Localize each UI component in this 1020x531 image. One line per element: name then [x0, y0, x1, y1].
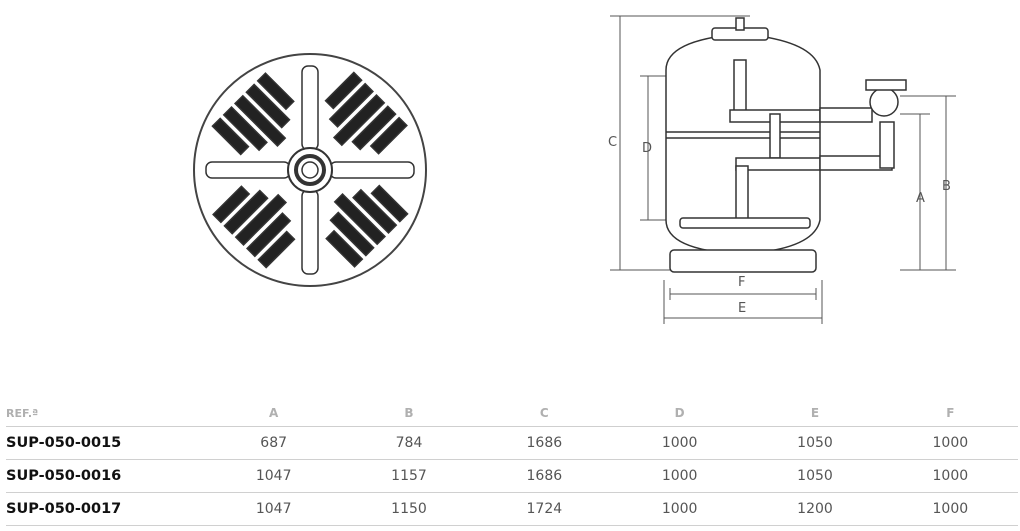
table-row: SUP-050-0015 687 784 1686 1000 1050 1000: [6, 426, 1018, 460]
cell-e: 1200: [747, 492, 883, 526]
lateral-slat: [328, 82, 374, 128]
lateral-slat: [234, 193, 288, 247]
dim-label-e: E: [738, 301, 746, 316]
cell-f: 1000: [882, 492, 1018, 526]
dim-label-b: B: [942, 179, 951, 194]
dim-label-f: F: [738, 275, 745, 290]
lateral-slat: [370, 184, 409, 223]
multiport-valve: [819, 79, 907, 171]
cell-d: 1000: [611, 492, 748, 526]
cell-d: 1000: [611, 426, 748, 460]
lateral-slat: [333, 192, 387, 246]
cell-c: 1686: [476, 459, 612, 493]
cell-f: 1000: [882, 459, 1018, 493]
dim-label-a: A: [916, 191, 925, 206]
cell-f: 1000: [882, 426, 1018, 460]
tank-body: [665, 17, 821, 273]
lateral-slat: [212, 185, 251, 224]
lateral-slat: [211, 117, 250, 156]
lateral-slat: [233, 94, 287, 148]
lateral-slat: [246, 212, 292, 258]
row-ref: SUP-050-0017: [6, 492, 206, 526]
row-ref: SUP-050-0016: [6, 459, 206, 493]
lateral-slat: [351, 105, 397, 151]
header-ref: REF.ª: [6, 400, 206, 427]
cell-c: 1724: [476, 492, 612, 526]
cell-a: 1047: [206, 492, 342, 526]
lateral-slat: [223, 189, 269, 235]
lateral-slat: [222, 106, 268, 152]
lateral-slat: [257, 230, 296, 269]
lateral-slat: [352, 188, 398, 234]
top-view-diagram: [193, 53, 427, 287]
lateral-arm: [329, 161, 415, 179]
lateral-slat: [245, 83, 291, 129]
header-a: A: [206, 400, 342, 427]
header-f: F: [882, 400, 1018, 427]
cell-e: 1050: [747, 459, 883, 493]
table-row: SUP-050-0017 1047 1150 1724 1000 1200 10…: [6, 492, 1018, 526]
lateral-arm: [301, 189, 319, 275]
header-c: C: [476, 400, 612, 427]
cell-b: 1150: [341, 492, 477, 526]
dimensions-table: REF.ª A B C D E F SUP-050-0015 687 784 1…: [6, 400, 1018, 526]
header-e: E: [747, 400, 883, 427]
cell-c: 1686: [476, 426, 612, 460]
laterals-group: [205, 65, 415, 275]
lateral-slat: [369, 116, 408, 155]
cell-b: 1157: [341, 459, 477, 493]
cell-e: 1050: [747, 426, 883, 460]
row-ref: SUP-050-0015: [6, 426, 206, 460]
header-d: D: [611, 400, 748, 427]
cell-d: 1000: [611, 459, 748, 493]
lateral-arm: [301, 65, 319, 151]
lateral-slat: [332, 93, 386, 147]
lateral-slat: [324, 71, 363, 110]
lateral-slat: [256, 72, 295, 111]
table-row: SUP-050-0016 1047 1157 1686 1000 1050 10…: [6, 459, 1018, 493]
table-header-row: REF.ª A B C D E F: [6, 400, 1018, 427]
cell-b: 784: [341, 426, 477, 460]
dim-label-d: D: [642, 141, 652, 156]
cell-a: 687: [206, 426, 342, 460]
cell-a: 1047: [206, 459, 342, 493]
lateral-arm: [205, 161, 291, 179]
header-b: B: [341, 400, 477, 427]
lateral-slat: [329, 211, 375, 257]
lateral-slat: [325, 229, 364, 268]
side-view-diagram: C D F E A B: [608, 15, 956, 324]
dim-label-c: C: [608, 135, 617, 150]
